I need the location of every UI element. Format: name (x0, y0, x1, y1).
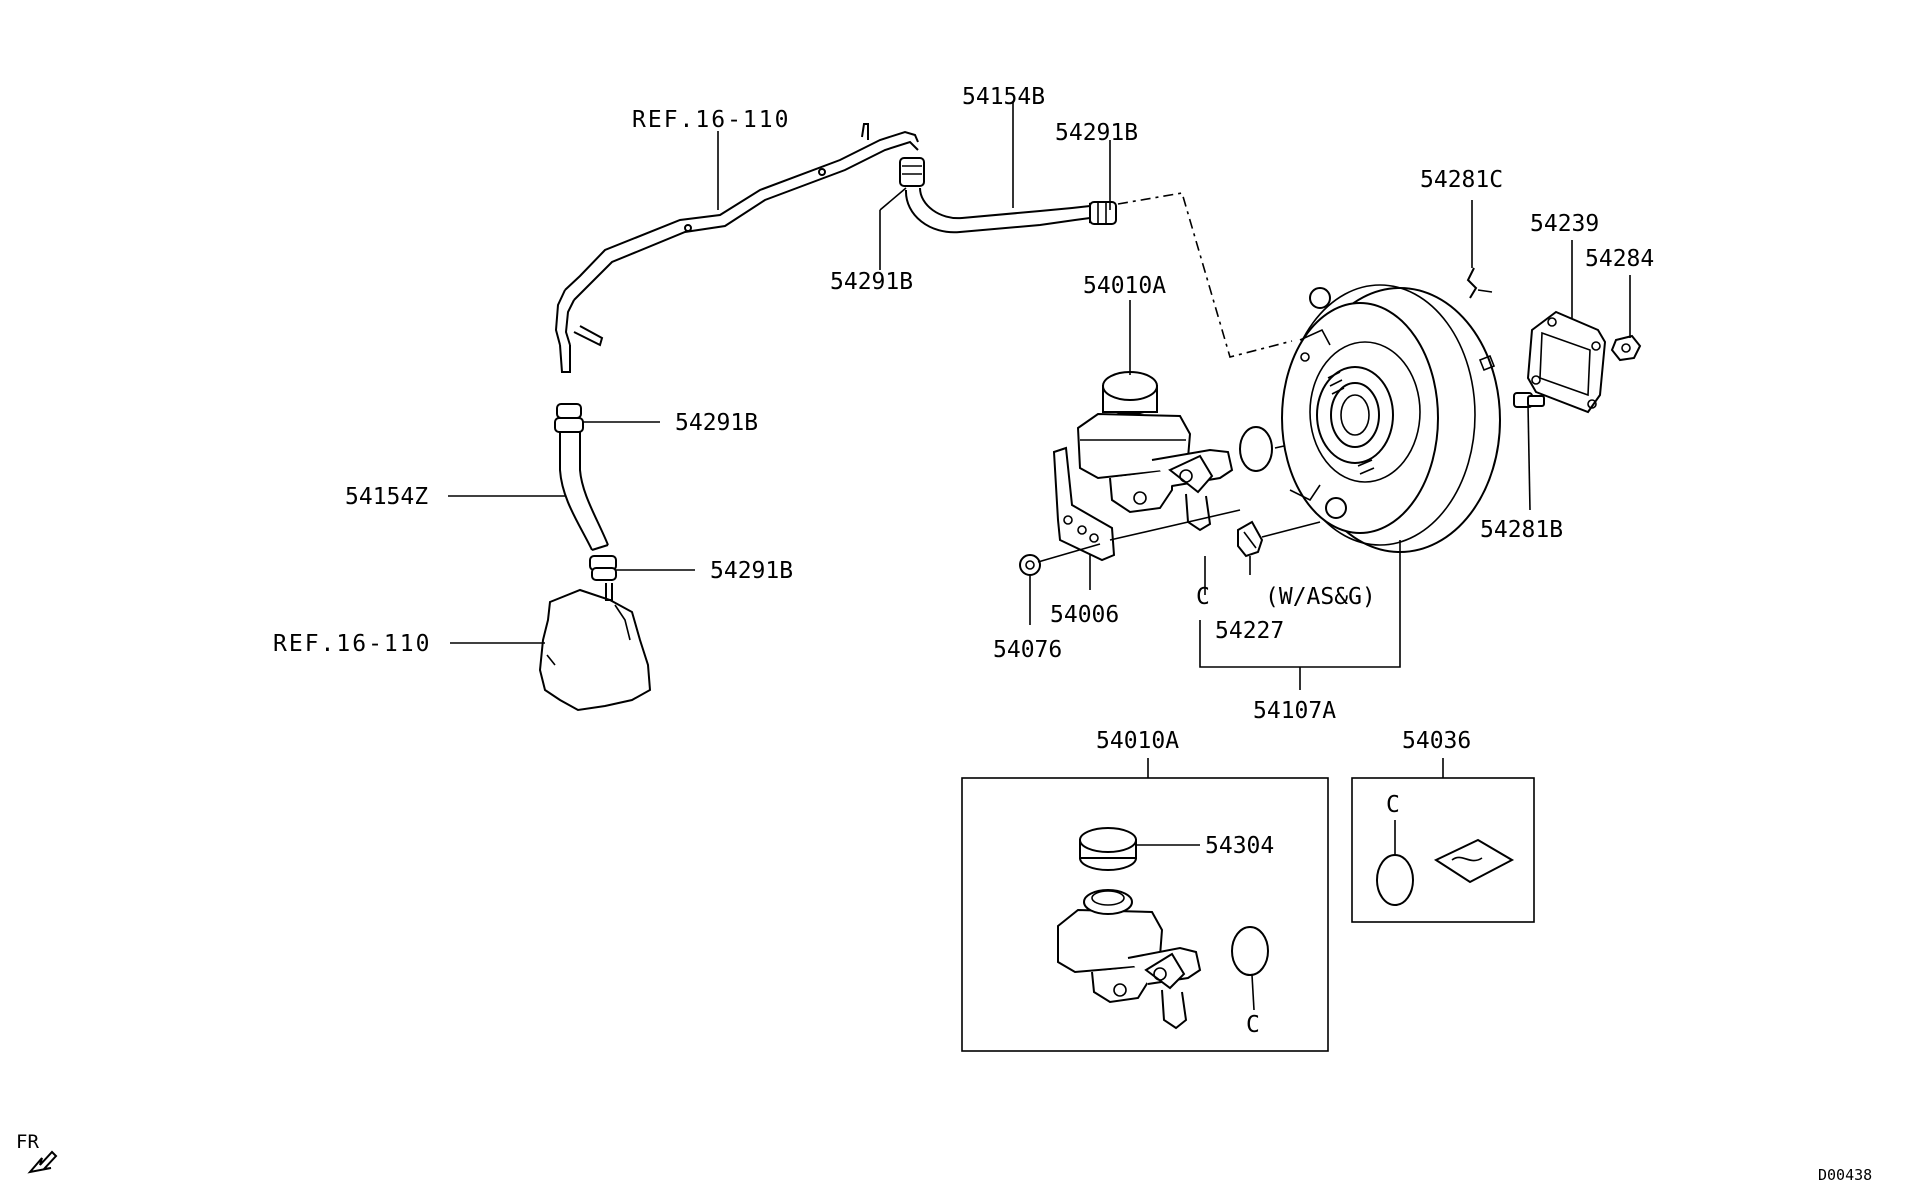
hose-upper (899, 157, 1117, 234)
label-hose-upper[interactable]: 54154B (962, 84, 1045, 110)
label-clamp-mid[interactable]: 54291B (675, 410, 758, 436)
front-arrow-icon (27, 1150, 58, 1174)
nut-54076 (1019, 543, 1101, 576)
master-cylinder-kit-box (961, 758, 1329, 1052)
label-kit-master-cyl[interactable]: 54010A (1096, 728, 1179, 754)
label-bolt[interactable]: 54281B (1480, 517, 1563, 543)
label-nut-lower[interactable]: 54076 (993, 637, 1062, 663)
label-gasket[interactable]: 54239 (1530, 211, 1599, 237)
label-diagram-id: D00438 (1818, 1166, 1872, 1184)
label-c-mark[interactable]: C (1196, 584, 1210, 610)
label-cap[interactable]: 54304 (1205, 833, 1274, 859)
label-c-kit-right[interactable]: C (1246, 1012, 1260, 1038)
bracket (1052, 446, 1116, 562)
engine-reference-part (538, 588, 652, 712)
seal-kit-box (1351, 758, 1535, 923)
label-clip[interactable]: 54281C (1420, 167, 1503, 193)
gasket (1526, 310, 1607, 414)
vacuum-pipe (554, 123, 919, 373)
label-ref-lower[interactable]: REF.16-110 (273, 631, 431, 657)
hose-lower (554, 403, 617, 601)
label-bracket[interactable]: 54006 (1050, 602, 1119, 628)
check-valve (1237, 520, 1264, 558)
label-clamp-upper-right[interactable]: 54291B (1055, 120, 1138, 146)
label-nut[interactable]: 54284 (1585, 246, 1654, 272)
label-check-valve[interactable]: 54227 (1215, 618, 1284, 644)
leader-lines (448, 101, 1631, 690)
label-condition[interactable]: (W/AS&G) (1265, 584, 1376, 610)
label-kit-seal[interactable]: 54036 (1402, 728, 1471, 754)
o-ring (1239, 426, 1273, 472)
label-clamp-lower[interactable]: 54291B (710, 558, 793, 584)
label-fr: FR (16, 1131, 39, 1153)
label-c-kit-left[interactable]: C (1386, 792, 1400, 818)
clip (1466, 267, 1478, 299)
label-master-cyl[interactable]: 54010A (1083, 273, 1166, 299)
bolt (1513, 392, 1545, 408)
label-booster[interactable]: 54107A (1253, 698, 1336, 724)
label-hose-lower[interactable]: 54154Z (345, 484, 428, 510)
master-cylinder (1076, 371, 1234, 532)
brake-booster (1281, 284, 1501, 553)
label-clamp-upper-left[interactable]: 54291B (830, 269, 913, 295)
nut-54284 (1610, 334, 1642, 362)
label-ref-upper[interactable]: REF.16-110 (632, 107, 790, 133)
